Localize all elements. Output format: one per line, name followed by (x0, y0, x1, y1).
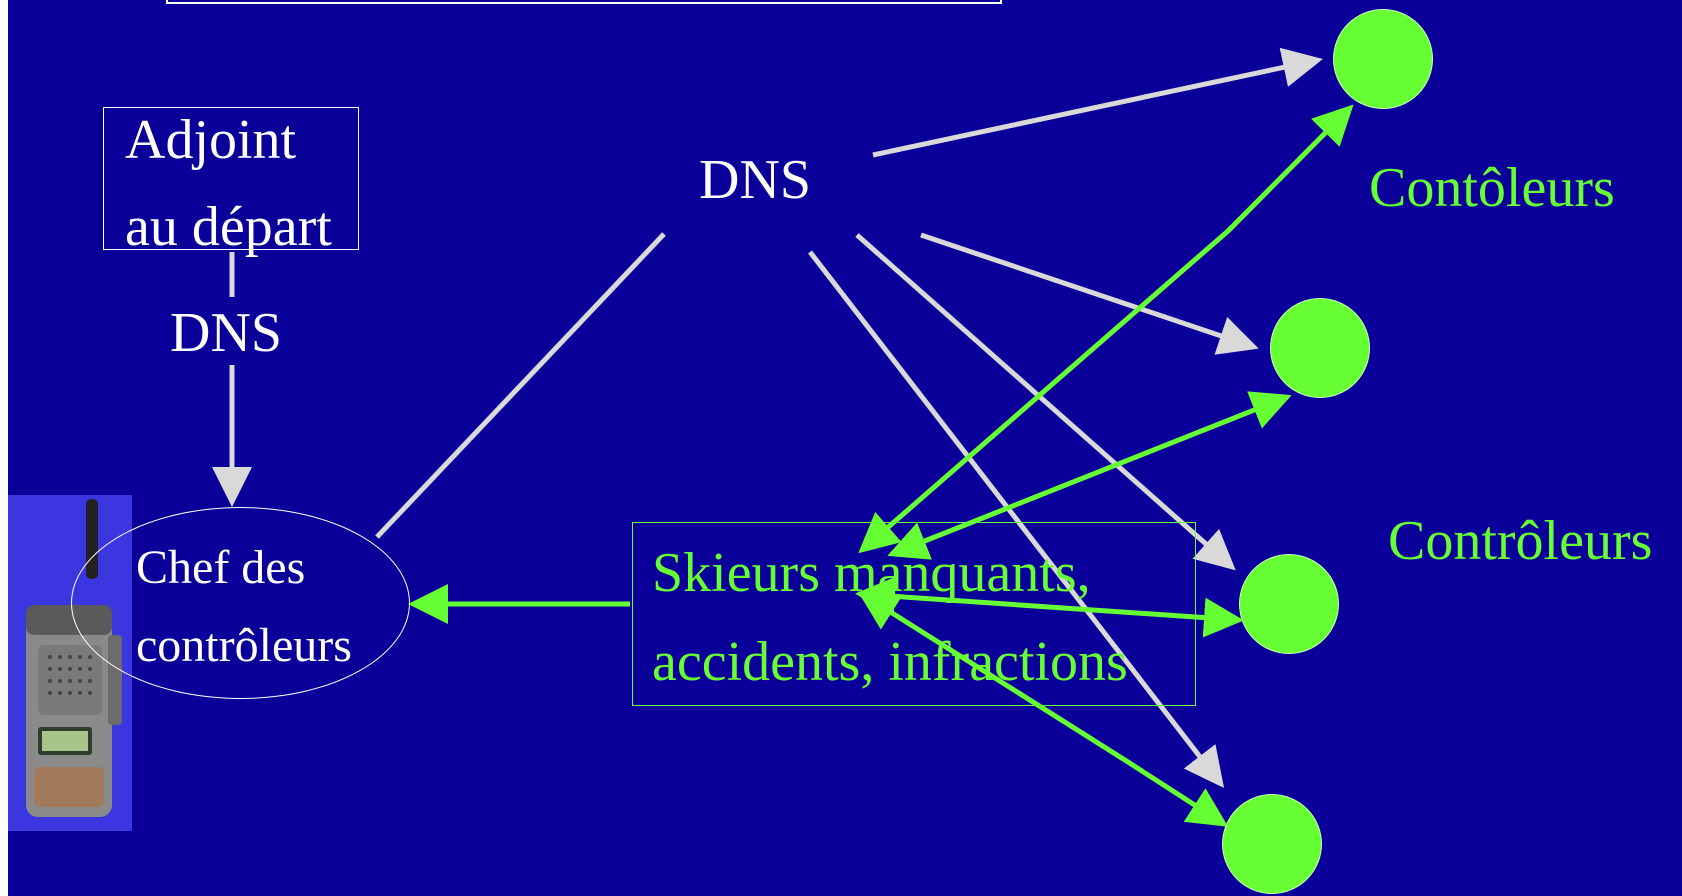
controllers-label-bottom: Contrôleurs (1388, 510, 1653, 572)
link-chef-to-dns (375, 232, 666, 539)
chef-ellipse (71, 507, 410, 699)
events-box (632, 522, 1196, 706)
arrow-dns-to-controller-3 (855, 233, 1236, 571)
adjoint-box (103, 107, 359, 250)
events-label-line2: accidents, infractions (652, 631, 1128, 693)
chef-label-line1: Chef des (136, 541, 306, 594)
slide-edge (0, 0, 8, 896)
controller-node-3 (1239, 554, 1339, 654)
controller-node-2 (1270, 298, 1370, 398)
controller-node-1 (1333, 9, 1433, 109)
arrow-events-controller-4 (857, 591, 1229, 827)
dns-left-label: DNS (170, 302, 283, 364)
title-box (166, 0, 1002, 4)
controllers-label-top: Contôleurs (1369, 157, 1615, 219)
dns-center-label: DNS (699, 149, 812, 211)
events-label-line1: Skieurs manquants, (652, 542, 1091, 604)
arrow-dns-to-controller-1 (872, 47, 1323, 158)
controller-node-4 (1222, 794, 1322, 894)
chef-label-line2: contrôleurs (136, 619, 352, 672)
walkie-talkie-icon (8, 495, 132, 831)
adjoint-label-line1: Adjoint (125, 109, 297, 171)
adjoint-label-line2: au départ (125, 196, 332, 258)
arrow-events-controller-2 (887, 391, 1292, 560)
